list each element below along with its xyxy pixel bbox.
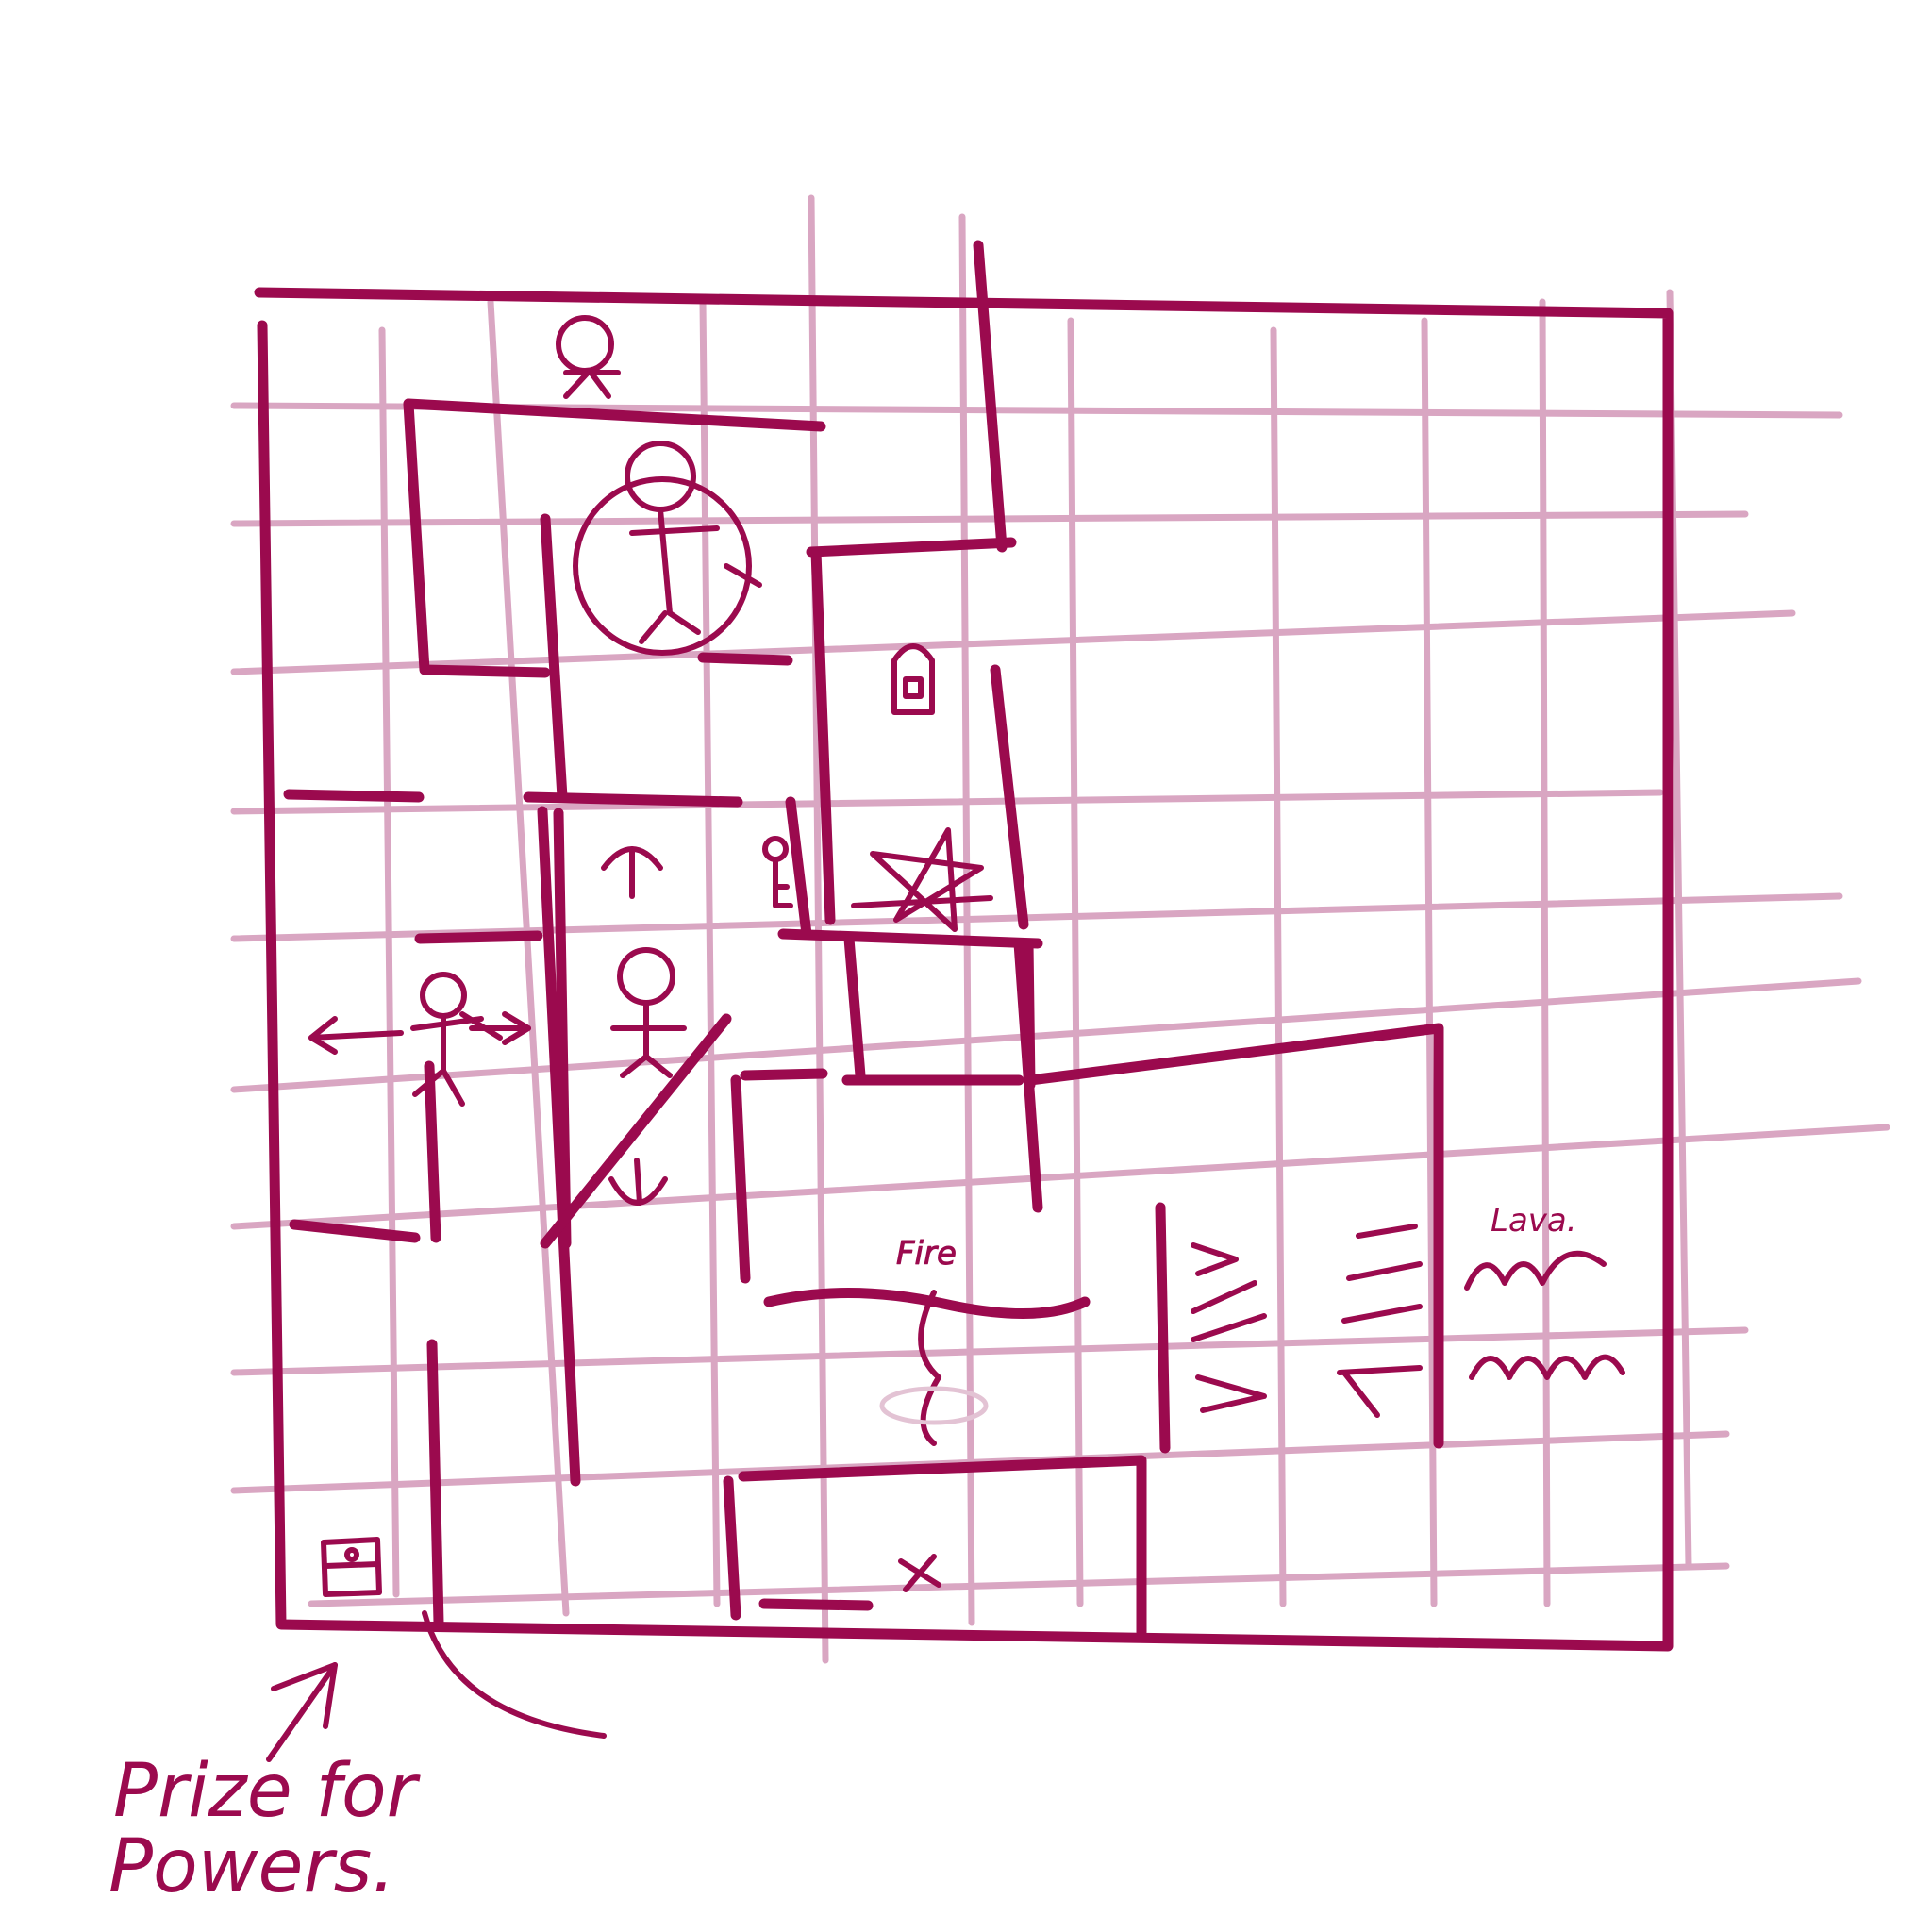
- conveyor-arrows-icon: [1193, 1226, 1420, 1415]
- maze-walls: [289, 245, 1439, 1632]
- annotation-arrow-icon: [269, 1613, 604, 1759]
- dancer-icon: [413, 974, 500, 1104]
- note-line-2: Powers.: [108, 1824, 395, 1909]
- prize-chest-icon: [324, 1540, 379, 1594]
- note-line-1: Prize for: [113, 1749, 422, 1834]
- arrow-up-icon: [604, 849, 660, 896]
- fire-trap: Fire: [769, 1235, 1085, 1443]
- lava-label: Lava.: [1491, 1202, 1577, 1240]
- player-start-icon: [558, 318, 618, 396]
- prize-note: Prize for Powers.: [108, 1749, 422, 1909]
- background-grid: [234, 198, 1887, 1660]
- person-icon: [613, 950, 684, 1075]
- fire-label: Fire: [896, 1235, 957, 1273]
- guard-circle-icon: [575, 443, 759, 653]
- lava-waves-icon: [1467, 1254, 1604, 1288]
- lock-icon: [894, 646, 932, 712]
- arrow-down-icon: [611, 1160, 665, 1203]
- key-icon: [765, 839, 791, 906]
